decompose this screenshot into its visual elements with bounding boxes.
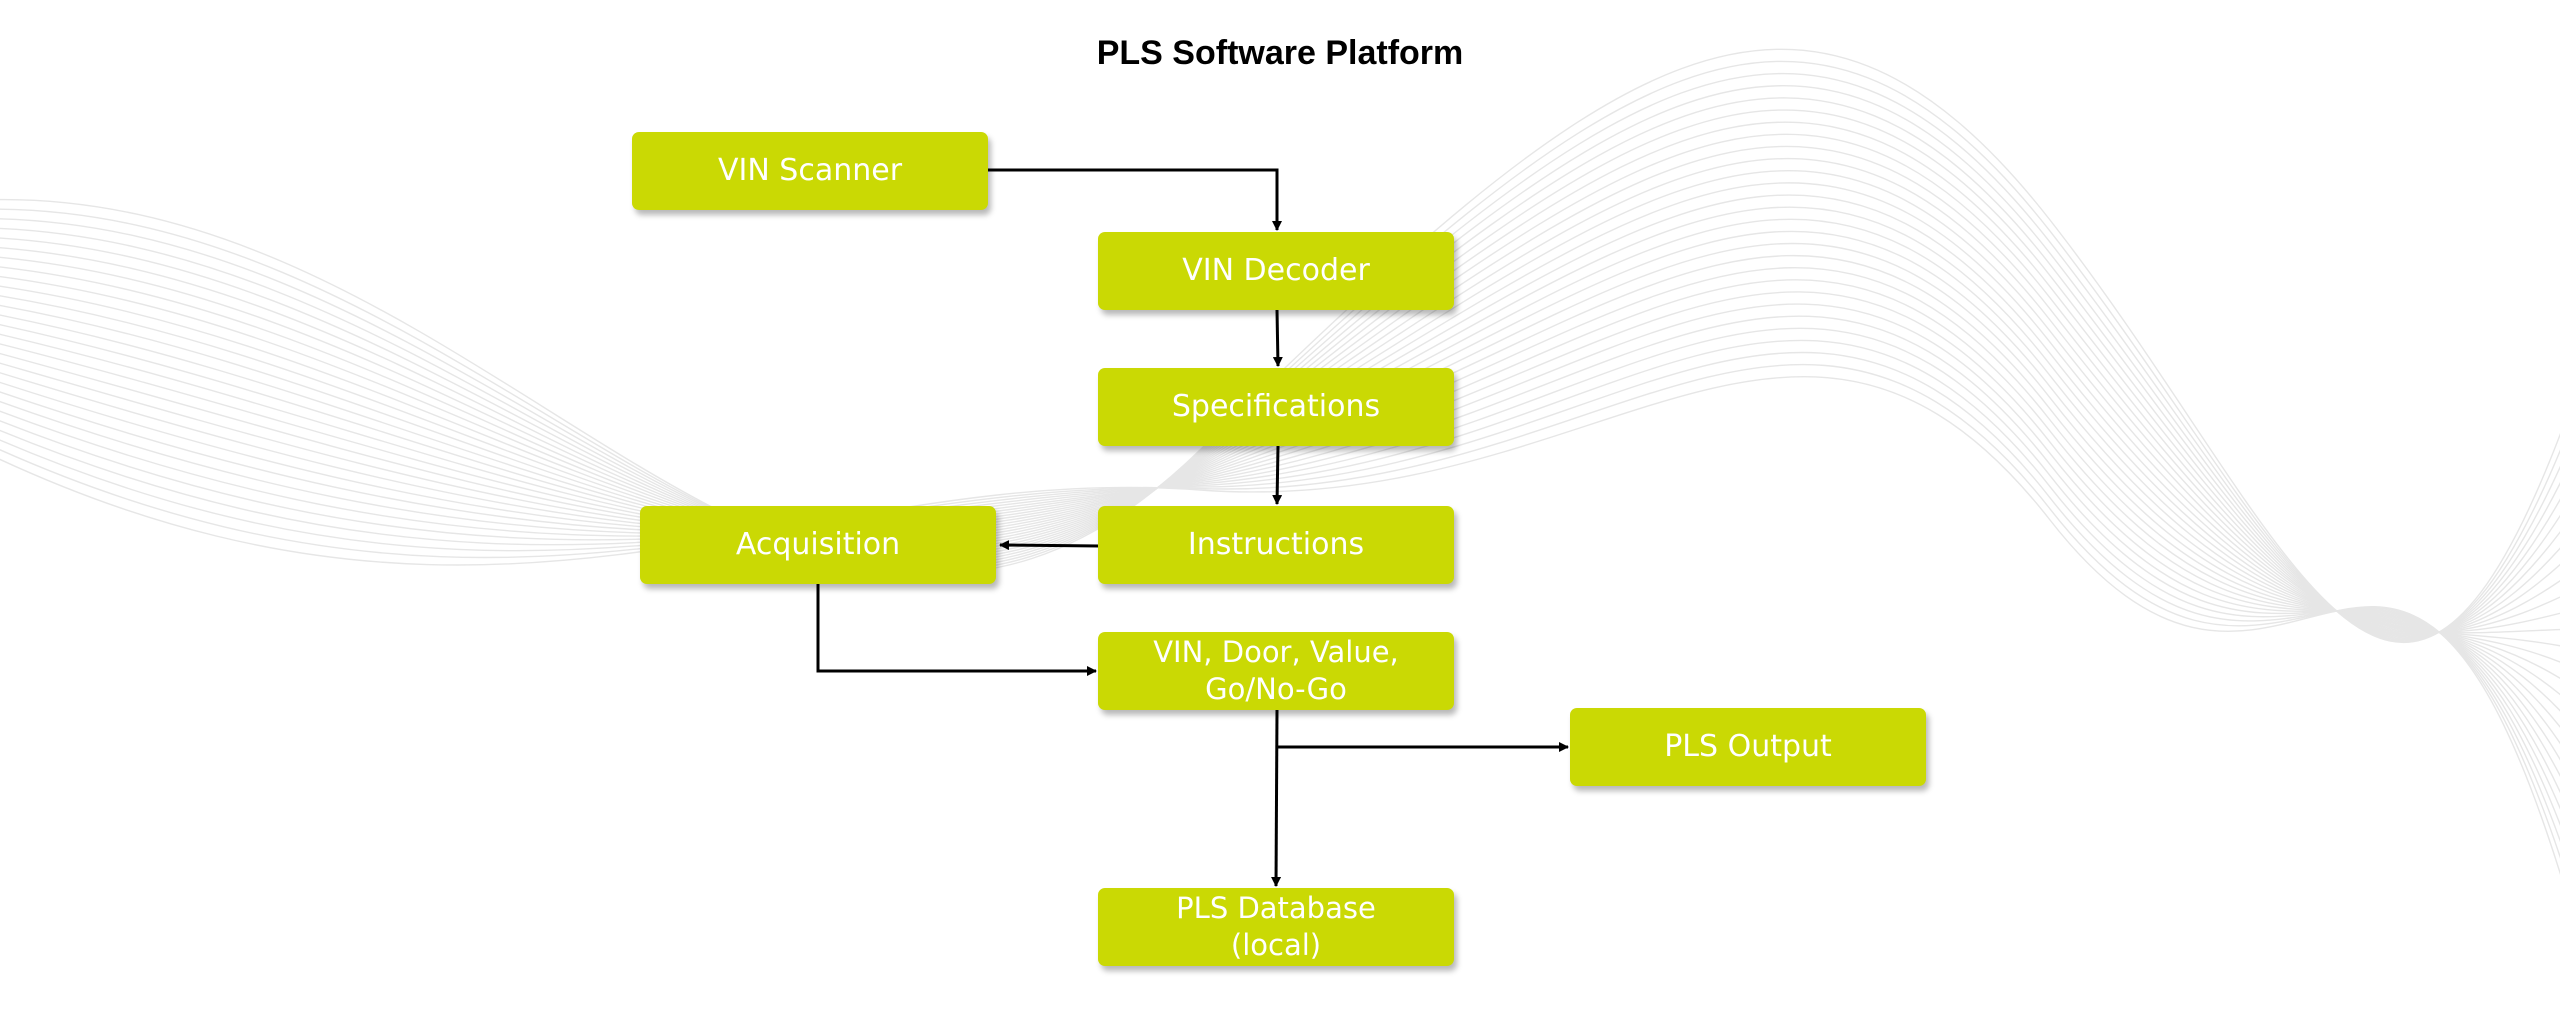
node-pls-database: PLS Database (local) bbox=[1098, 888, 1454, 966]
edge-specifications-to-instructions bbox=[1272, 445, 1283, 505]
wave-line bbox=[0, 109, 2560, 638]
node-vin-door-value-go-no-go: VIN, Door, Value, Go/No-Go bbox=[1098, 632, 1454, 710]
edge-decoder-to-specifications bbox=[1272, 309, 1283, 367]
edge-result-to-database bbox=[1271, 709, 1282, 887]
wave-line bbox=[0, 145, 2560, 635]
wave-line bbox=[0, 242, 2560, 696]
edge-instructions-to-acquisition bbox=[999, 540, 1101, 551]
wave-line bbox=[0, 182, 2560, 633]
wave-line bbox=[0, 121, 2560, 637]
wave-line bbox=[0, 133, 2560, 636]
wave-line bbox=[0, 194, 2560, 634]
wave-line bbox=[0, 170, 2560, 634]
edge-scanner-to-decoder bbox=[988, 168, 1282, 231]
edge-acquisition-to-result bbox=[816, 584, 1097, 676]
node-specifications: Specifications bbox=[1098, 368, 1454, 446]
node-vin-decoder: VIN Decoder bbox=[1098, 232, 1454, 310]
wave-line bbox=[0, 218, 2560, 663]
node-vin-scanner: VIN Scanner bbox=[632, 132, 988, 210]
wave-line bbox=[0, 206, 2560, 647]
node-acquisition: Acquisition bbox=[640, 506, 996, 584]
page-title: PLS Software Platform bbox=[1096, 34, 1464, 72]
wave-line bbox=[0, 158, 2560, 634]
wave-line bbox=[0, 230, 2560, 680]
node-pls-output: PLS Output bbox=[1570, 708, 1926, 786]
node-instructions: Instructions bbox=[1098, 506, 1454, 584]
